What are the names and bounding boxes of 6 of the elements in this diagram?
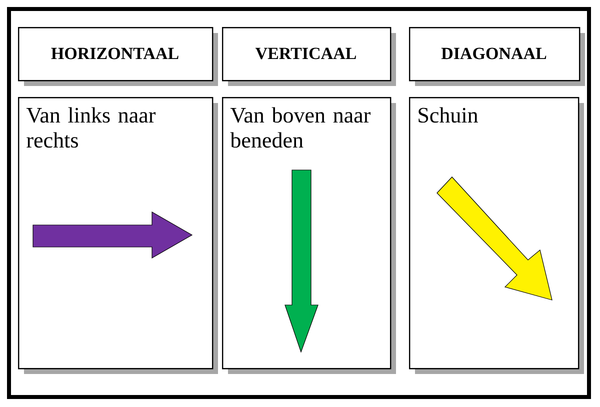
header-box: HORIZONTAAL — [18, 27, 218, 86]
header-box: DIAGONAAL — [409, 27, 585, 86]
header-box: VERTICAAL — [222, 27, 396, 86]
text-box: Schuin — [409, 97, 584, 374]
text-box: Van boven naar beneden — [222, 97, 396, 374]
text-box: Van links naar rechts — [18, 97, 218, 374]
